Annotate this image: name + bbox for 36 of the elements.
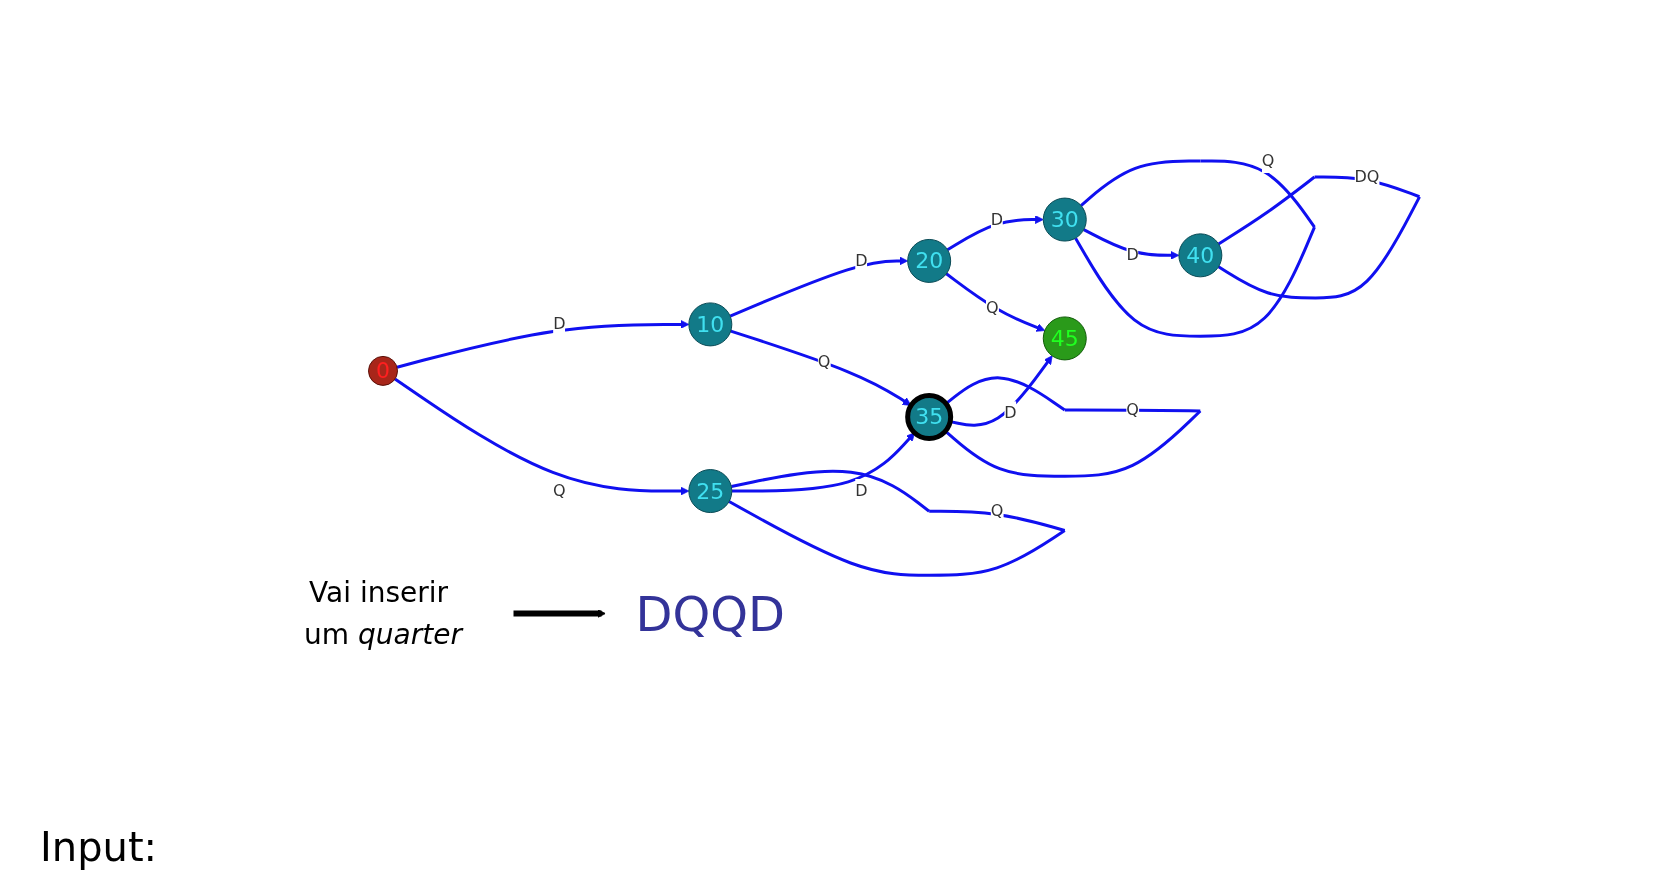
edge-label: D <box>990 209 1004 229</box>
input-label: Input: <box>40 824 158 870</box>
arrow <box>394 378 690 496</box>
node-circle: 35 <box>905 393 954 442</box>
arrow <box>730 329 912 406</box>
edge-label: Q <box>986 298 999 318</box>
arrow <box>1083 228 1180 260</box>
node-text: DQQD <box>635 585 786 642</box>
connector <box>728 470 1066 577</box>
node-circle: 0 <box>368 356 399 387</box>
edge-label: D <box>855 251 868 271</box>
arrow <box>513 609 607 619</box>
node-circle: 30 <box>1042 197 1087 242</box>
arrow <box>945 272 1046 332</box>
connector <box>944 376 1202 478</box>
edge-label: D <box>1004 403 1017 423</box>
node-text: Vai inserir um quarter <box>304 575 463 651</box>
edge-label: Q <box>553 481 566 501</box>
edge-label: Q <box>990 501 1004 521</box>
node-circle: 40 <box>1178 233 1223 278</box>
node-circle: 45 <box>1042 316 1087 361</box>
arrow <box>396 320 690 369</box>
node-circle: 10 <box>688 302 733 347</box>
edge-label: Q <box>1126 400 1140 420</box>
node-circle: 20 <box>907 239 952 284</box>
edge-label: DQ <box>1354 167 1380 187</box>
edge-label: D <box>553 314 566 334</box>
edge-label: D <box>1126 245 1139 265</box>
node-circle: 25 <box>688 469 733 514</box>
arrow <box>732 432 916 493</box>
connector <box>1074 159 1317 338</box>
edge-label: D <box>855 481 868 501</box>
arrow <box>729 256 909 318</box>
edge-label: Q <box>817 351 831 371</box>
arrow <box>946 215 1044 252</box>
edge-label: Q <box>1262 151 1275 171</box>
